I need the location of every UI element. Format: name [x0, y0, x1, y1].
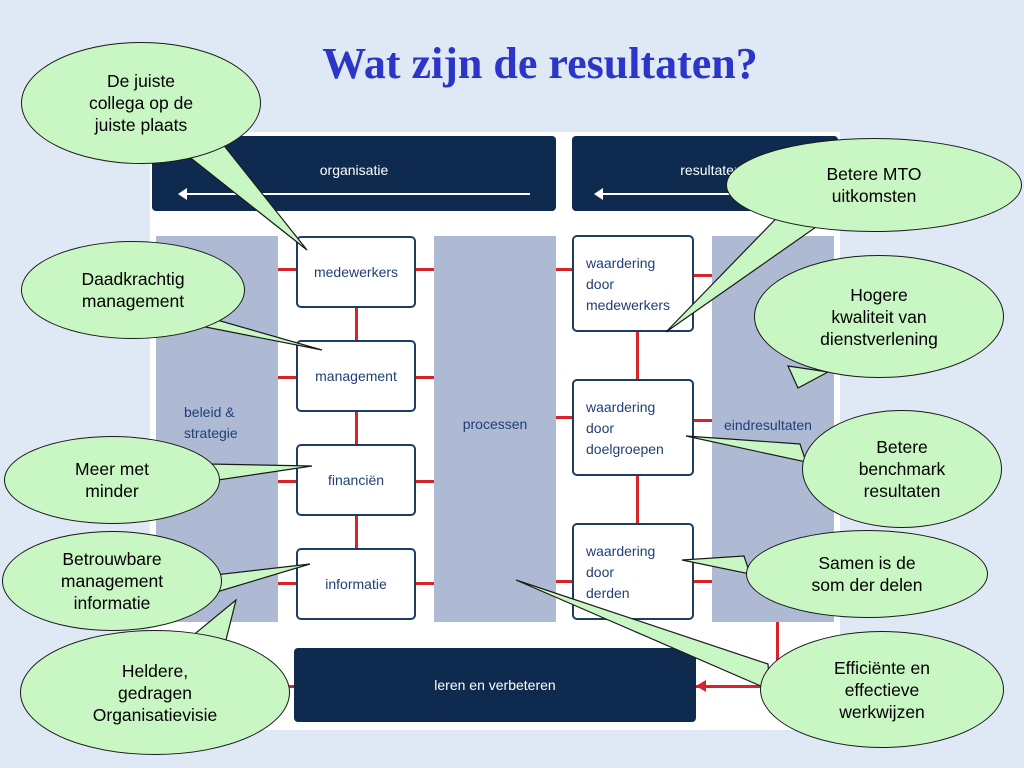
callout-efficiente: Efficiënte en effectieve werkwijzen: [760, 631, 1004, 748]
callout-betere-benchmark: Betere benchmark resultaten: [802, 410, 1002, 528]
connector-line: [694, 580, 712, 583]
connector-line: [416, 582, 434, 585]
connector-line: [278, 268, 296, 271]
leren-verbeteren-label: leren en verbeteren: [434, 677, 556, 693]
leren-verbeteren-band: leren en verbeteren: [294, 648, 696, 722]
resultaten-arrow: [598, 193, 828, 195]
informatie-box: informatie: [296, 548, 416, 620]
waardering-derden-label: waardering door derden: [586, 543, 656, 601]
slide-title: Wat zijn de resultaten?: [322, 39, 758, 88]
connector-line: [416, 480, 434, 483]
waardering-doelgroepen-label: waardering door doelgroepen: [586, 399, 664, 457]
connector-line: [636, 475, 639, 525]
callout-pointer: [786, 365, 830, 389]
waardering-doelgroepen-box: waardering door doelgroepen: [572, 379, 694, 476]
arrow-left-icon: [696, 680, 706, 692]
callout-betrouwbare: Betrouwbare management informatie: [2, 531, 222, 631]
callout-pointer: [206, 463, 313, 481]
beleid-strategie-label: beleid & strategie: [184, 404, 238, 441]
connector-line: [556, 416, 572, 419]
connector-line: [556, 268, 572, 271]
connector-line: [556, 580, 572, 583]
management-label: management: [315, 368, 397, 384]
organisatie-arrow: [182, 193, 530, 195]
organisatie-label: organisatie: [319, 162, 389, 178]
waardering-derden-box: waardering door derden: [572, 523, 694, 620]
financien-label: financiën: [327, 472, 385, 488]
processen-label: processen: [462, 416, 528, 432]
connector-line: [416, 268, 434, 271]
waardering-medewerkers-box: waardering door medewerkers: [572, 235, 694, 332]
informatie-label: informatie: [325, 576, 387, 592]
callout-heldere: Heldere, gedragen Organisatievisie: [20, 630, 290, 755]
feedback-line: [696, 685, 779, 688]
callout-juiste-collega: De juiste collega op de juiste plaats: [21, 42, 261, 164]
connector-line: [636, 332, 639, 382]
waardering-medewerkers-label: waardering door medewerkers: [586, 255, 671, 313]
callout-pointer: [685, 435, 807, 463]
connector-line: [355, 308, 358, 340]
connector-line: [278, 376, 296, 379]
connector-line: [776, 622, 779, 688]
callout-pointer: [681, 555, 751, 575]
callout-daadkrachtig: Daadkrachtig management: [21, 241, 245, 339]
resultaten-label: resultaten: [680, 162, 742, 178]
callout-betere-mto: Betere MTO uitkomsten: [726, 138, 1022, 232]
callout-samen: Samen is de som der delen: [746, 530, 988, 618]
medewerkers-box: medewerkers: [296, 236, 416, 308]
connector-line: [416, 376, 434, 379]
management-box: management: [296, 340, 416, 412]
processen-column: processen: [434, 236, 556, 622]
connector-line: [355, 516, 358, 548]
connector-line: [278, 480, 296, 483]
connector-line: [355, 412, 358, 444]
medewerkers-label: medewerkers: [313, 264, 399, 280]
connector-line: [694, 274, 712, 277]
callout-hogere-kwaliteit: Hogere kwaliteit van dienstverlening: [754, 255, 1004, 378]
callout-pointer: [515, 579, 771, 691]
financien-box: financiën: [296, 444, 416, 516]
connector-line: [694, 419, 712, 422]
connector-line: [278, 582, 296, 585]
callout-meer-met-minder: Meer met minder: [4, 436, 220, 524]
eindresultaten-label: eindresultaten: [724, 417, 812, 433]
